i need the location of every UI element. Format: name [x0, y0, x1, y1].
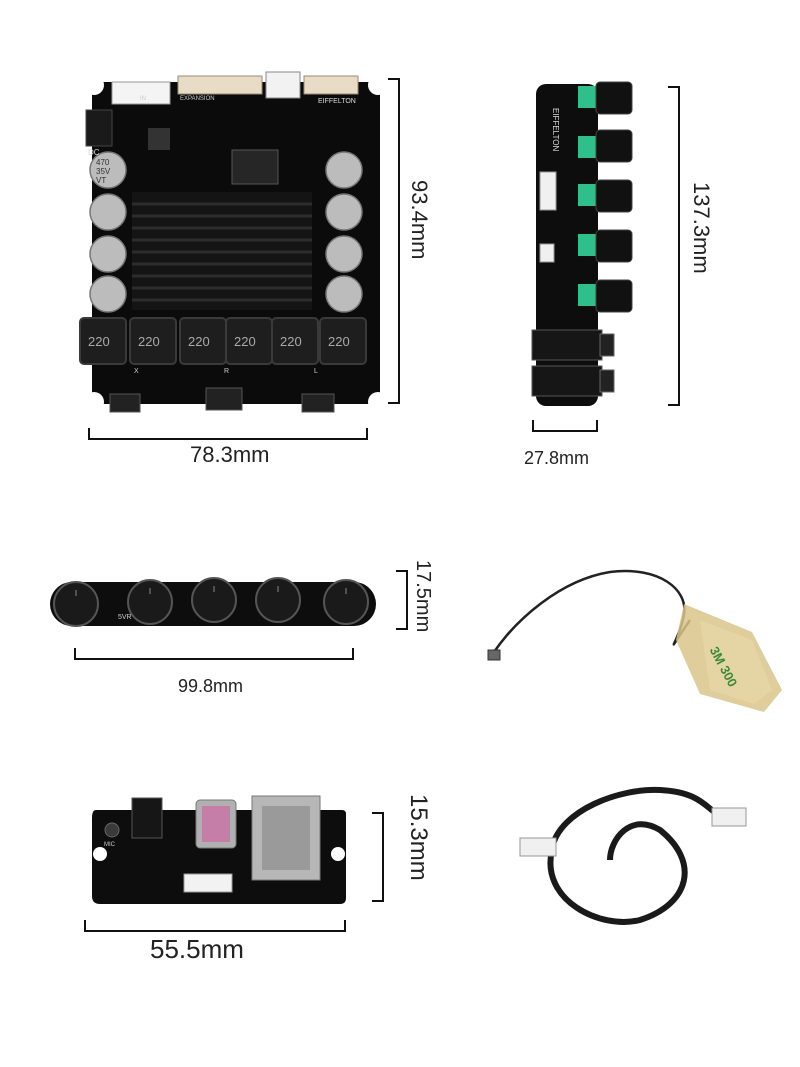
brand-silk: EIFFELTON — [318, 98, 356, 105]
height-dimension-line — [372, 812, 384, 902]
inductor-label: 220 — [234, 334, 256, 349]
inductor-label: 220 — [88, 334, 110, 349]
inductor-label: 220 — [280, 334, 302, 349]
expansion-silk: EXPANSION — [180, 96, 215, 102]
channel-mark: X — [134, 368, 139, 375]
channel-mark: L — [314, 368, 318, 375]
capacitor-voltage: 35V — [96, 167, 111, 176]
inductor-label: 220 — [188, 334, 210, 349]
width-label: 99.8mm — [178, 676, 244, 696]
in-silk: IN — [140, 96, 146, 102]
inductor-label: 220 — [138, 334, 160, 349]
height-dimension-line — [388, 78, 400, 404]
width-dimension-line — [84, 920, 346, 932]
capacitor-value: 470 — [96, 158, 110, 167]
mic-silk: MIC — [104, 842, 115, 848]
capacitor-label: 470 35V VT — [96, 158, 110, 185]
width-dimension-line — [532, 420, 598, 432]
dc-silk: DC — [88, 148, 100, 157]
width-label: 27.8mm — [524, 448, 590, 468]
width-label: 78.3mm — [190, 442, 270, 467]
width-dimension-line — [74, 648, 354, 660]
width-label: 55.5mm — [150, 934, 244, 964]
silk-text: 5VR — [118, 614, 132, 621]
width-dimension-line — [88, 428, 368, 440]
height-dimension-line — [668, 86, 680, 406]
height-dimension-line — [396, 570, 408, 630]
capacitor-series: VT — [96, 176, 107, 185]
channel-mark: R — [224, 368, 230, 375]
inductor-label: 220 — [328, 334, 350, 349]
